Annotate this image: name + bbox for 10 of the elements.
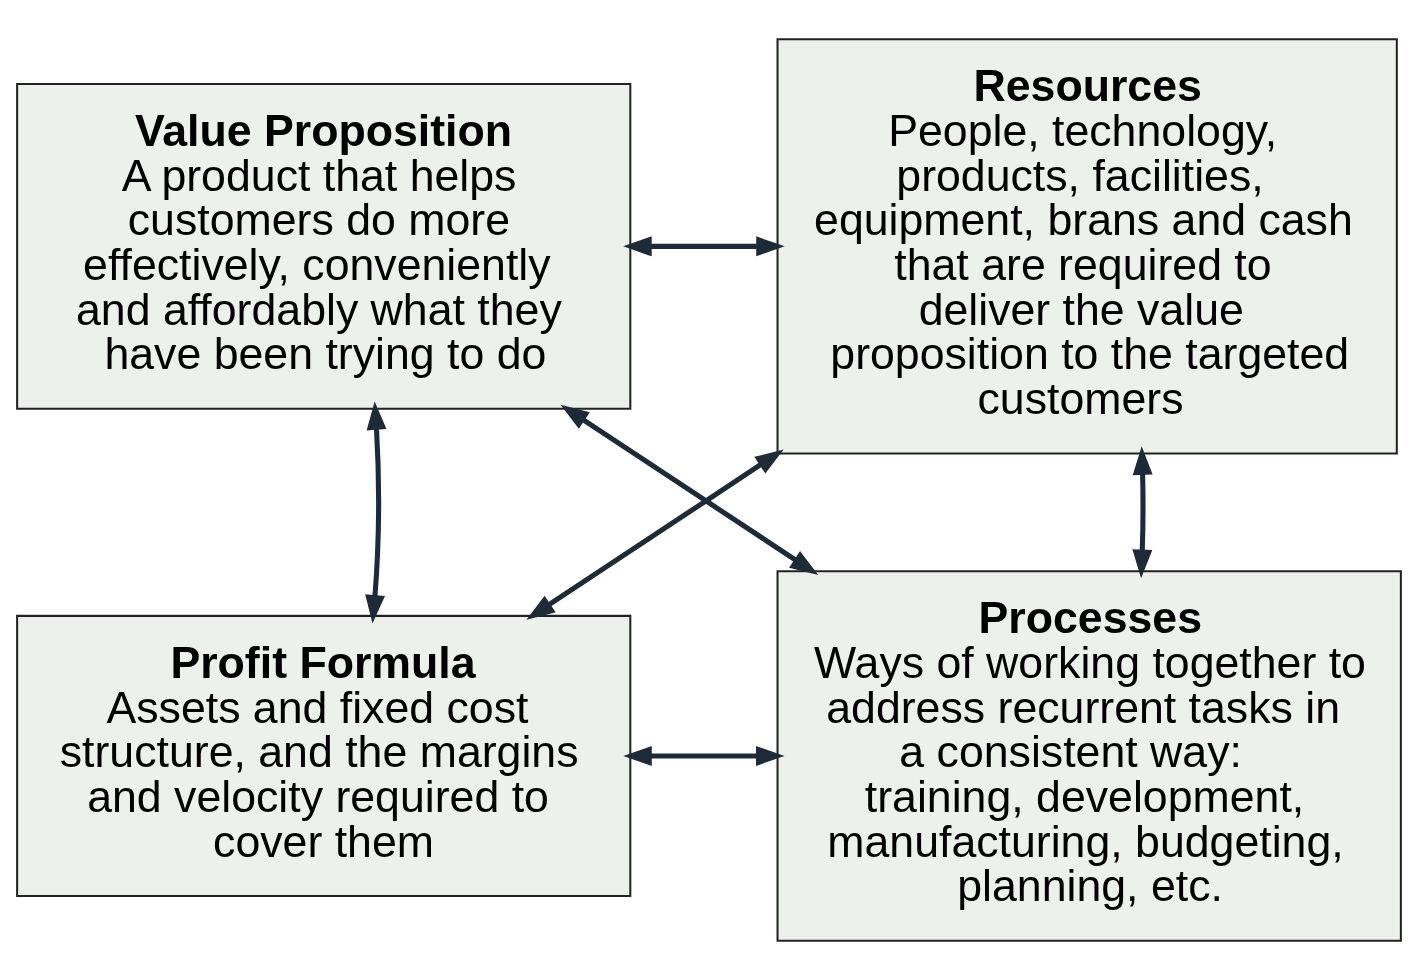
arrow (560, 404, 818, 576)
node-box: Resources People, technology, products, facilities, equipment, brans and cash that are required to deliver the value proposition to the targeted customers (776, 38, 1398, 455)
arrow (525, 449, 784, 620)
arrow (622, 746, 785, 766)
arrow (1131, 446, 1153, 579)
node-box: Processes Ways of working together to address recurrent tasks in a consistent way: training, development, manufacturing, budgeting, planning, etc. (776, 570, 1402, 942)
arrow (622, 236, 785, 257)
arrow (364, 401, 387, 624)
node-box: Profit Formula Assets and fixed cost structure, and the margins and velocity required to cover them (15, 614, 631, 898)
node-box: Value Proposition A product that helps customers do more effectively, conveniently and affordably what they have been trying to do (15, 82, 631, 410)
